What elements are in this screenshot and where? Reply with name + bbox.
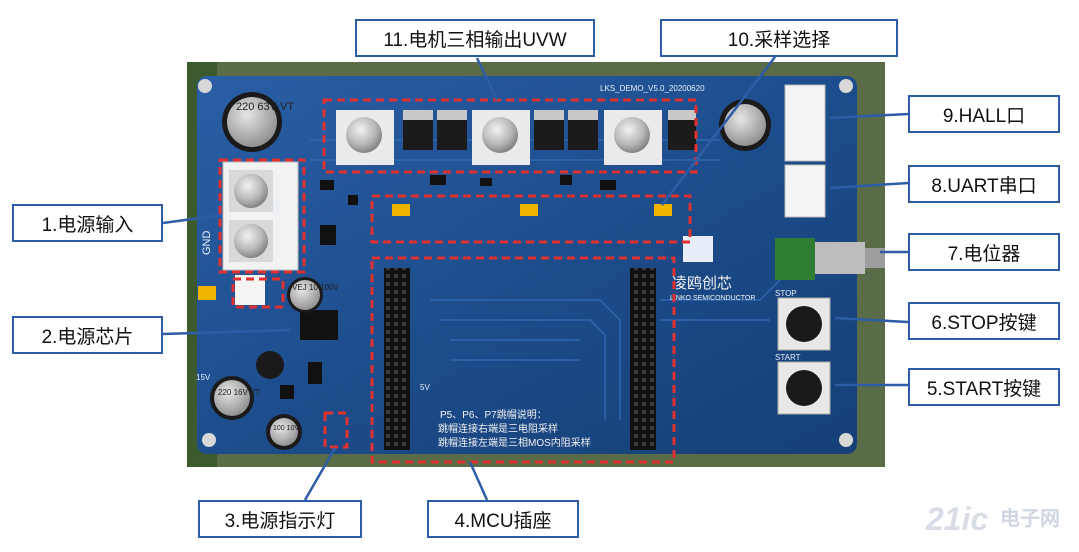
label-motor-output: 11.电机三相输出UVW bbox=[355, 19, 595, 57]
svg-text:凌鸥创芯: 凌鸥创芯 bbox=[672, 275, 732, 292]
svg-text:GND: GND bbox=[201, 231, 213, 256]
svg-text:跳帽连接左端是三相MOS内阻采样: 跳帽连接左端是三相MOS内阻采样 bbox=[438, 436, 591, 449]
svg-text:220 63V VT: 220 63V VT bbox=[236, 101, 294, 113]
label-power-input: 1.电源输入 bbox=[12, 204, 163, 242]
svg-text:5V: 5V bbox=[420, 383, 430, 392]
label-stop-key: 6.STOP按键 bbox=[908, 302, 1060, 340]
watermark-logo: 21ic bbox=[925, 501, 988, 537]
highlight-power-led bbox=[323, 411, 349, 449]
svg-text:100 10V: 100 10V bbox=[273, 425, 299, 432]
uart-connector bbox=[784, 164, 826, 218]
highlight-boxes bbox=[218, 98, 698, 464]
svg-text:VEJ 10 100V: VEJ 10 100V bbox=[292, 283, 339, 292]
svg-text:15V: 15V bbox=[196, 373, 211, 382]
label-mcu-socket: 4.MCU插座 bbox=[427, 500, 579, 538]
label-sampling-select: 10.采样选择 bbox=[660, 19, 898, 57]
label-potentiometer: 7.电位器 bbox=[908, 233, 1060, 271]
motor-output-terminals bbox=[336, 110, 696, 165]
start-key: START bbox=[775, 353, 831, 415]
highlight-power-input bbox=[218, 158, 306, 274]
svg-text:LINKO SEMICONDUCTOR: LINKO SEMICONDUCTOR bbox=[670, 295, 755, 302]
watermark: 21ic 电子网 bbox=[925, 501, 1060, 537]
svg-text:跳帽连接右端是三电阻采样: 跳帽连接右端是三电阻采样 bbox=[438, 422, 558, 435]
highlight-motor-output bbox=[322, 98, 698, 174]
highlight-mcu-socket bbox=[370, 256, 676, 464]
label-power-led: 3.电源指示灯 bbox=[198, 500, 362, 538]
board-version-text: LKS_DEMO_V5.0_20200620 bbox=[600, 84, 705, 93]
callout-lines bbox=[162, 56, 909, 501]
smd-components bbox=[280, 175, 616, 399]
label-hall-port: 9.HALL口 bbox=[908, 95, 1060, 133]
watermark-text: 电子网 bbox=[1000, 507, 1060, 530]
power-input-terminal: 48V GND bbox=[201, 161, 299, 271]
linko-logo: 凌鸥创芯 LINKO SEMICONDUCTOR bbox=[670, 236, 755, 302]
svg-text:P5、P6、P7跳帽说明：: P5、P6、P7跳帽说明： bbox=[440, 408, 547, 421]
capacitor-large: 220 63V VT bbox=[222, 92, 294, 152]
stop-key: STOP bbox=[775, 289, 831, 351]
svg-text:STOP: STOP bbox=[775, 289, 797, 298]
sampling-jumpers bbox=[198, 204, 672, 300]
svg-text:START: START bbox=[775, 353, 801, 362]
highlight-sampling bbox=[370, 194, 692, 244]
label-start-key: 5.START按键 bbox=[908, 368, 1060, 406]
svg-text:220 16V VT: 220 16V VT bbox=[218, 388, 260, 397]
label-power-chip: 2.电源芯片 bbox=[12, 316, 163, 354]
svg-text:48V: 48V bbox=[270, 198, 284, 219]
label-uart-port: 8.UART串口 bbox=[908, 165, 1060, 203]
mcu-socket: P5、P6、P7跳帽说明： 跳帽连接右端是三电阻采样 跳帽连接左端是三相MOS内… bbox=[384, 268, 656, 450]
